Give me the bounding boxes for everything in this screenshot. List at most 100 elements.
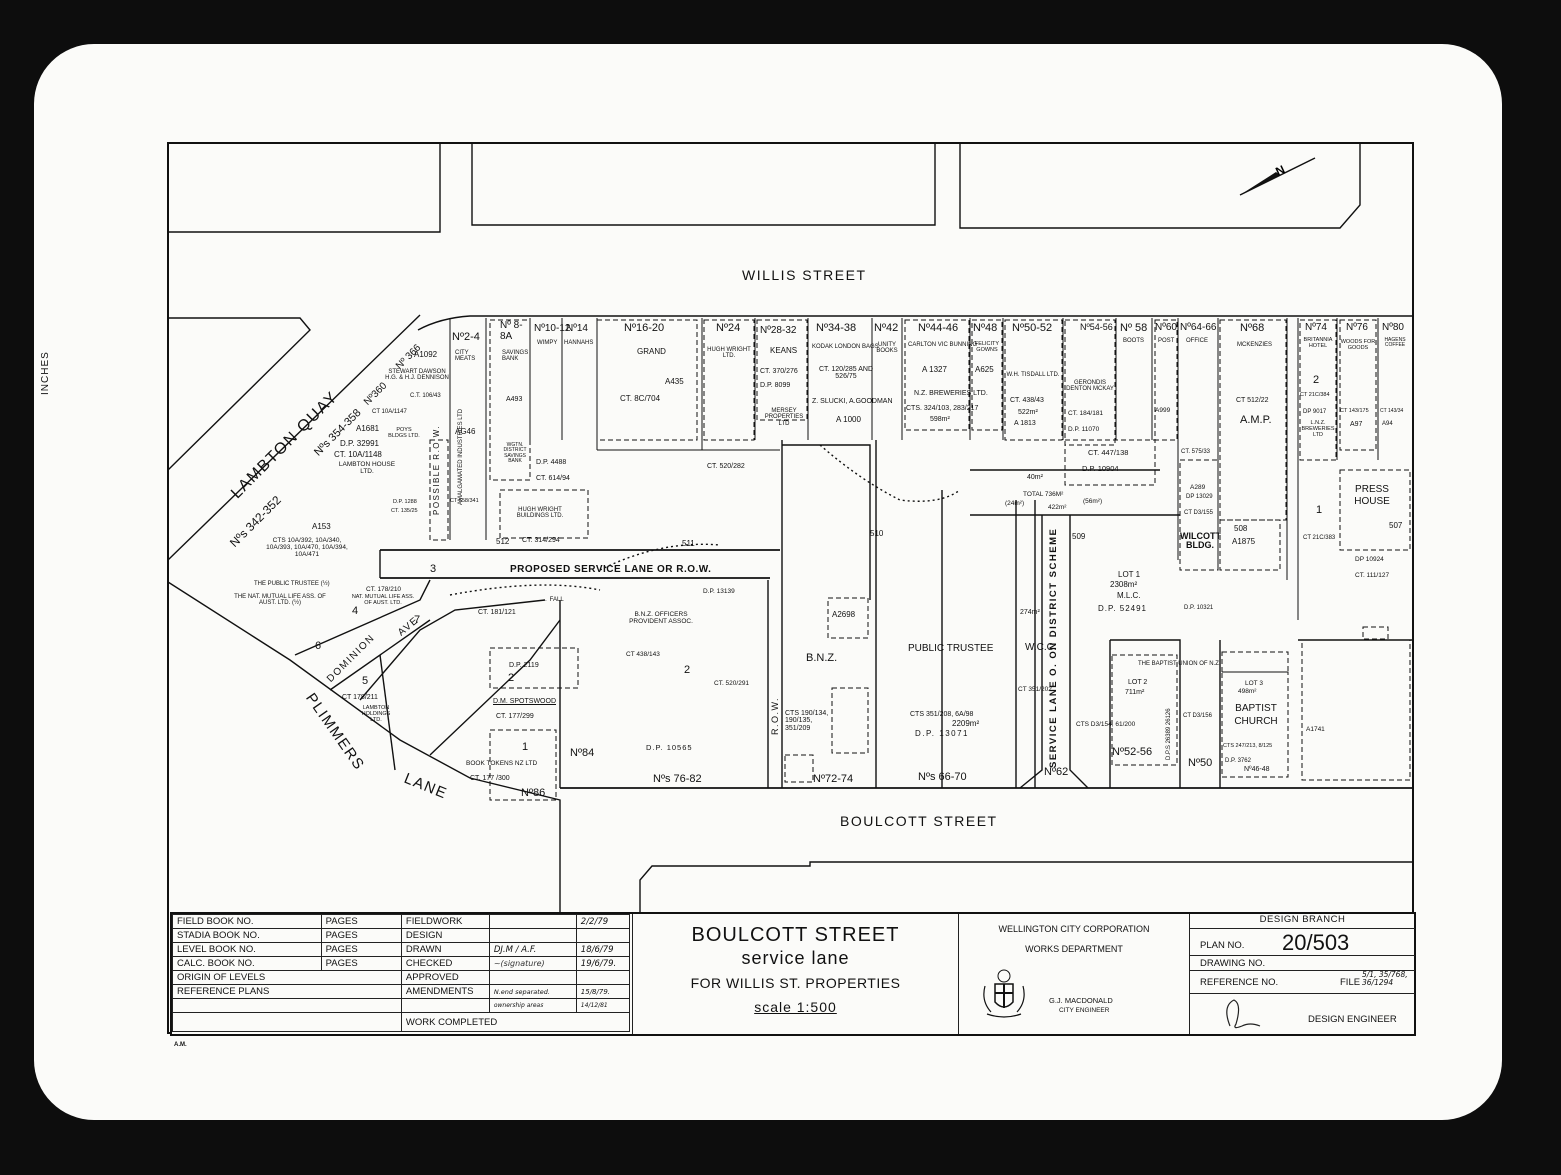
property-owner: A.M.P. xyxy=(1240,414,1272,426)
label-508: 508 xyxy=(1234,524,1248,533)
property-no-42: Nº42 xyxy=(874,322,899,334)
label-509: 509 xyxy=(1072,532,1086,541)
label-dp: D.P. 52491 xyxy=(1098,604,1147,613)
property-name: CITY MEATS xyxy=(455,350,476,363)
property-area: 598m² xyxy=(930,416,950,423)
label-dp: D.P.s 26389 26126 xyxy=(1166,708,1172,760)
label-ref: A2698 xyxy=(832,610,856,619)
property-name: BOOTS xyxy=(1123,338,1145,344)
property-no-48: Nº48 xyxy=(973,322,998,334)
property-no-8-8a: Nº 8-8A xyxy=(500,320,523,342)
property-no-68: Nº68 xyxy=(1240,322,1265,334)
label-mlc: M.L.C. xyxy=(1117,591,1141,600)
property-ref: A435 xyxy=(665,377,684,386)
property-no-62: Nº62 xyxy=(1044,766,1069,778)
property-ref: A625 xyxy=(975,365,994,374)
label-ct: CTs 351/208, 6A/98 xyxy=(910,711,974,718)
table-row: ownership areas 14/12/81 xyxy=(172,998,631,1013)
property-ct: CTs. 324/103, 283/217 xyxy=(906,405,979,412)
label-507: 507 xyxy=(1389,521,1403,530)
label-ct: CT. 314/294 xyxy=(522,537,560,544)
lot-number: 5 xyxy=(362,675,369,687)
property-name: KEANS xyxy=(770,346,798,355)
label-area: 422m² xyxy=(1048,504,1067,511)
label-511: 511 xyxy=(682,539,695,548)
north-arrow-icon: N xyxy=(1239,157,1316,196)
label-public-trustee: PUBLIC TRUSTEE xyxy=(908,643,994,654)
property-no-50: Nº50 xyxy=(1188,757,1213,769)
property-dp: D.P. 11070 xyxy=(1068,426,1100,433)
label-ct: CT 351/202 xyxy=(1018,686,1052,693)
label-bnz-officers: B.N.Z. OFFICERS PROVIDENT ASSOC. xyxy=(629,611,693,625)
label-baptist-union: THE BAPTIST UNION OF N.Z. xyxy=(1138,661,1221,667)
property-owner: LAMBTON HOUSE LTD. xyxy=(338,461,396,475)
file-value: 5/1, 35/768, 36/1294 xyxy=(1362,970,1408,987)
property-owner: MERSEY PROPERTIES LTD xyxy=(764,408,804,427)
table-row: LEVEL BOOK NO. PAGES DRAWN DJ.M / A.F. 1… xyxy=(172,942,631,957)
lot-number: 2 xyxy=(1313,374,1320,386)
department-name: WORKS DEPARTMENT xyxy=(1025,944,1123,954)
property-no-10-12: Nº10-12 xyxy=(534,323,571,334)
label-area: 274m² xyxy=(1020,609,1040,616)
possible-row-label: POSSIBLE R.O.W. xyxy=(432,424,441,515)
property-ref: A493 xyxy=(506,396,523,403)
table-row: WORK COMPLETED xyxy=(172,1012,631,1032)
property-no-64-66: Nº64-66 xyxy=(1180,322,1217,333)
label-area-total: TOTAL 736m² xyxy=(1023,491,1064,498)
lot-number: 1 xyxy=(522,741,529,753)
property-name: BRITANNIA HOTEL xyxy=(1303,337,1333,349)
label-ct: CT 178/211 xyxy=(342,694,378,701)
property-name: HAGENS COFFEE xyxy=(1384,337,1406,349)
property-no-14: Nº14 xyxy=(566,323,588,334)
drawing-title-panel: BOULCOTT STREET service lane FOR WILLIS … xyxy=(632,914,958,1034)
property-no-74: Nº74 xyxy=(1305,322,1327,333)
property-no-60: Nº60 xyxy=(1155,322,1177,333)
checked-signature: ~(signature) xyxy=(488,956,577,971)
property-owner: L.N.Z. BREWERIES LTD xyxy=(1301,420,1335,438)
label-ct: CT 558/341 xyxy=(450,498,479,504)
property-no-52-56: Nº52-56 xyxy=(1112,746,1153,758)
label-dp: D.P. 13139 xyxy=(703,588,735,595)
design-engineer-label: DESIGN ENGINEER xyxy=(1308,1014,1397,1025)
city-engineer-name: G.J. MACDONALD xyxy=(1049,996,1113,1005)
lot-number: 2 xyxy=(508,672,515,684)
property-owner-1: THE PUBLIC TRUSTEE (½) xyxy=(254,581,330,587)
label-ct: CTs D3/154, 61/200 xyxy=(1076,721,1136,728)
property-owner: STEWART DAWSON H.G. & H.J. DENNISON xyxy=(385,369,449,382)
records-table: FIELD BOOK NO. PAGES FIELDWORK 2/2/79 ST… xyxy=(172,914,631,1032)
label-ref: A289 xyxy=(1190,484,1206,491)
label-lot: LOT 3 xyxy=(1245,680,1263,687)
property-ref: A 1327 xyxy=(922,365,947,374)
proposed-service-lane-label: PROPOSED SERVICE LANE OR R.O.W. xyxy=(510,564,712,575)
engineer-signature-icon xyxy=(1226,999,1261,1029)
property-no-84: Nº84 xyxy=(570,747,595,759)
city-engineer-title: CITY ENGINEER xyxy=(1059,1007,1110,1014)
property-ct: CT. 370/276 xyxy=(760,368,798,375)
property-ct: CT. 10A/1148 xyxy=(334,450,382,459)
label-wgtn-bank: WGTN. DISTRICT SAVINGS BANK xyxy=(503,442,527,464)
property-ct: CT 143/34 xyxy=(1380,408,1404,414)
property-ref: A999 xyxy=(1155,407,1171,414)
label-wilcott-bldg: WILCOTT BLDG. xyxy=(1180,531,1221,551)
property-ct: CT. 120/285 and 526/75 xyxy=(818,366,874,381)
property-ref: A94 xyxy=(1382,421,1393,427)
label-fall: ← FALL xyxy=(542,597,564,603)
label-ct: CT. 177/299 xyxy=(496,713,534,720)
property-no-72-74: Nº72-74 xyxy=(813,773,854,785)
drafter-initials: A.M. xyxy=(174,1042,187,1048)
property-ct: CT. 184/181 xyxy=(1068,410,1104,417)
drawing-purpose: FOR WILLIS ST. PROPERTIES xyxy=(690,975,901,991)
property-owner: Z. SLUCKI, A.GOODMAN xyxy=(812,398,893,405)
label-book-tokens: BOOK TOKENS NZ LTD xyxy=(466,760,538,767)
property-name: SAVINGS BANK xyxy=(502,350,529,363)
property-owner: GERONDIS DENTON McKAY xyxy=(1066,380,1114,393)
property-no-50-52: Nº50-52 xyxy=(1012,322,1053,334)
property-ct: C.T. 106/43 xyxy=(410,393,441,399)
property-no-76: Nº76 xyxy=(1346,322,1368,333)
label-area: 40m² xyxy=(1027,474,1043,481)
file-label: FILE xyxy=(1340,977,1361,988)
label-ct: CT. 614/94 xyxy=(536,475,570,482)
table-row: REFERENCE PLANS AMENDMENTS N.end separat… xyxy=(172,984,631,999)
property-name: W.H. TISDALL LTD. xyxy=(1006,372,1060,378)
property-no-58: Nº 58 xyxy=(1120,322,1148,334)
